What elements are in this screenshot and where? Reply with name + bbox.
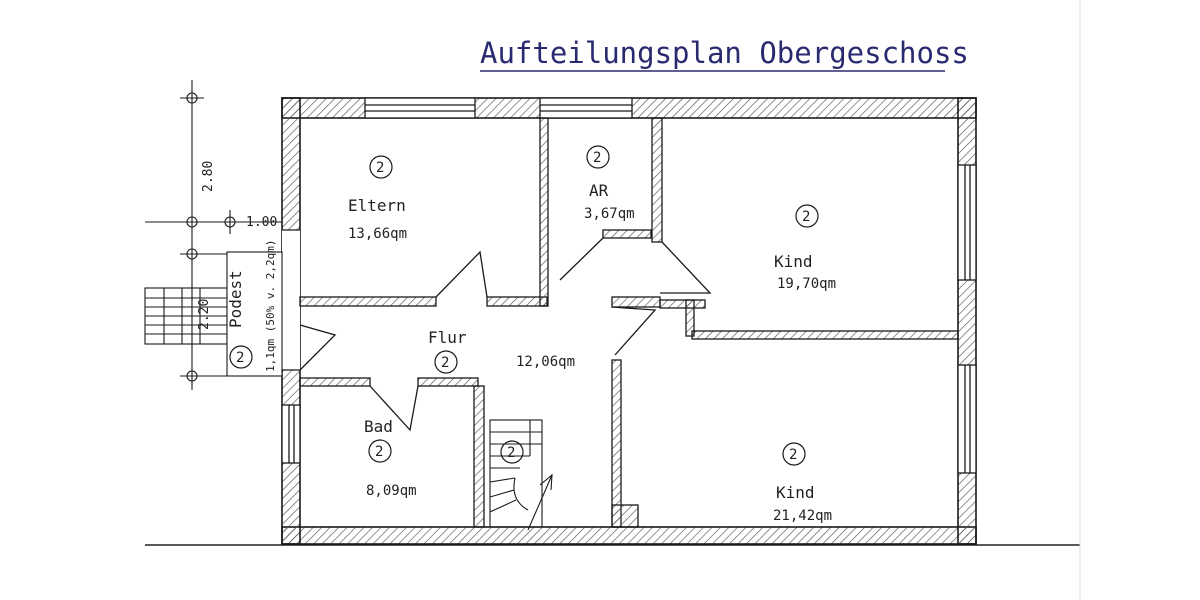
room-name-podest: Podest bbox=[226, 270, 245, 328]
room-name-ar: AR bbox=[589, 181, 609, 200]
room-name-eltern: Eltern bbox=[348, 196, 406, 215]
unit-flur: 2 bbox=[441, 355, 449, 371]
room-name-kind2: Kind bbox=[776, 483, 815, 502]
windows bbox=[281, 97, 977, 474]
room-area-eltern: 13,66qm bbox=[348, 226, 407, 242]
room-area-ar: 3,67qm bbox=[584, 206, 635, 222]
interior-walls bbox=[299, 117, 959, 528]
exterior-walls bbox=[281, 97, 977, 545]
door-swings bbox=[299, 237, 712, 432]
dimension-2-20: 2.20 bbox=[197, 299, 212, 330]
room-area-flur: 12,06qm bbox=[516, 354, 575, 370]
staircase bbox=[489, 419, 553, 531]
unit-podest: 2 bbox=[236, 350, 244, 366]
room-area-kind1: 19,70qm bbox=[777, 276, 836, 292]
unit-kind2: 2 bbox=[789, 447, 797, 463]
room-name-bad: Bad bbox=[364, 417, 393, 436]
room-area-podest: 1,1qm (50% v. 2,2qm) bbox=[264, 240, 277, 372]
dimension-lines bbox=[145, 80, 282, 390]
exterior-stairs bbox=[144, 251, 283, 377]
room-area-bad: 8,09qm bbox=[366, 483, 417, 499]
room-area-kind2: 21,42qm bbox=[773, 508, 832, 524]
room-name-kind1: Kind bbox=[774, 252, 813, 271]
unit-markers bbox=[229, 145, 819, 466]
unit-ar: 2 bbox=[593, 150, 601, 166]
dimension-1-00: 1.00 bbox=[246, 215, 277, 230]
page-title: Aufteilungsplan Obergeschoss bbox=[480, 36, 969, 70]
unit-stair: 2 bbox=[507, 445, 515, 461]
unit-kind1: 2 bbox=[802, 209, 810, 225]
unit-eltern: 2 bbox=[376, 160, 384, 176]
dimension-2-80: 2.80 bbox=[201, 161, 216, 192]
unit-bad: 2 bbox=[375, 444, 383, 460]
room-name-flur: Flur bbox=[428, 328, 467, 347]
